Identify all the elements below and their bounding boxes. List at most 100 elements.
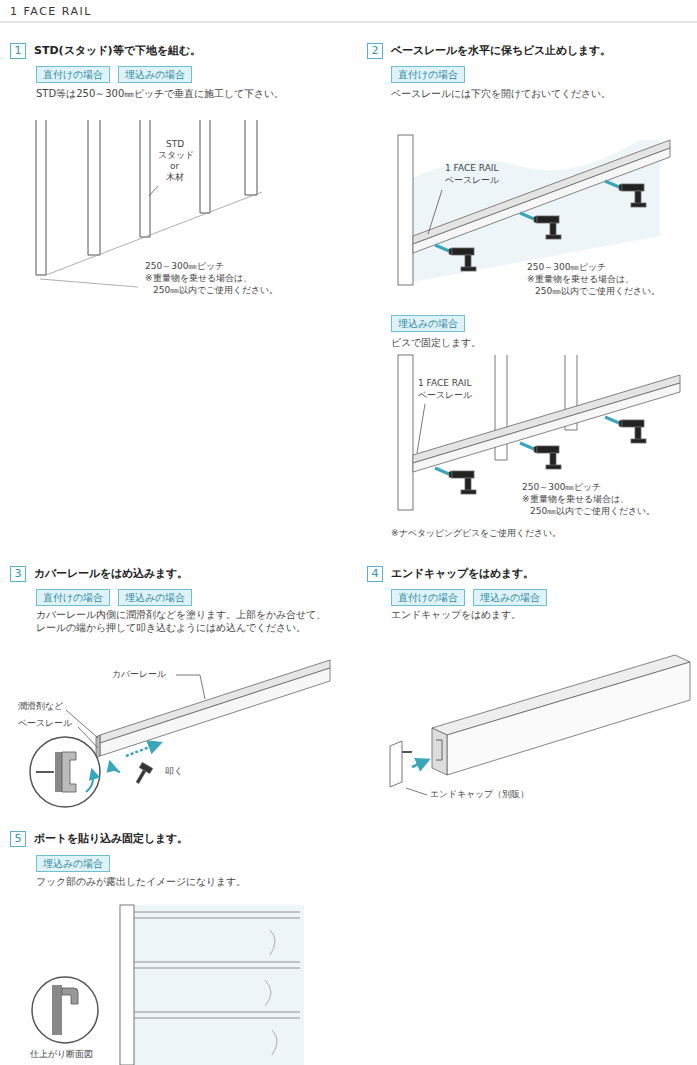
board-finish	[120, 905, 134, 1065]
figure-label: ベースレール	[18, 718, 72, 728]
method-tag: 埋込みの場合	[391, 312, 465, 332]
figure-label: 250～300㎜ピッチ	[145, 261, 224, 271]
cover-rail	[62, 752, 76, 792]
header-rule	[0, 22, 697, 23]
method-tag: 埋込みの場合	[118, 63, 192, 83]
method-tag: 直付けの場合	[391, 586, 465, 606]
base-rail-direct	[428, 190, 442, 234]
instruction-text: ベースレールには下穴を開けておいてください。	[391, 88, 611, 100]
stud-frame	[36, 120, 262, 287]
step-number: 2	[367, 43, 383, 59]
stud-frame	[200, 120, 210, 213]
cover-rail	[86, 770, 93, 792]
cover-rail	[30, 660, 330, 807]
instruction-text: STD等は250～300㎜ピッチで垂直に施工して下さい。	[36, 88, 284, 100]
tag-text: 直付けの場合	[391, 66, 465, 83]
step-title: STD(スタッド)等で下地を組む。	[34, 43, 201, 58]
cover-rail	[132, 762, 152, 785]
figure-label: 250～300㎜ピッチ	[527, 262, 606, 272]
figure-label: エンドキャップ（別販）	[430, 789, 529, 799]
step-number: 5	[10, 831, 26, 847]
stud-frame	[245, 120, 257, 195]
step-header: 1 STD(スタッド)等で下地を組む。	[10, 40, 201, 59]
cover-rail	[126, 743, 160, 756]
board-finish	[32, 905, 304, 1065]
tag-text: 直付けの場合	[36, 66, 110, 83]
instruction-text: ビスで固定します。	[391, 337, 481, 349]
figure-label: ※重量物を乗せる場合は、	[145, 273, 252, 283]
instruction-text: レールの端から押して叩き込むようにはめ込んでください。	[36, 622, 306, 634]
base-rail-embedded	[435, 468, 476, 494]
page-title: 1 FACE RAIL	[10, 5, 92, 18]
stud-frame	[36, 120, 46, 275]
tag-text: 埋込みの場合	[118, 589, 192, 606]
base-rail-direct	[605, 181, 646, 207]
base-rail-direct	[435, 245, 476, 271]
figure-label: 仕上がり断面図	[30, 1049, 93, 1059]
figure-label: ※ナベタッピングビスをご使用ください。	[391, 528, 561, 538]
base-rail-direct	[413, 148, 670, 253]
board-finish	[134, 905, 304, 1065]
figure-label: ベースレール	[418, 390, 472, 400]
stud-frame	[88, 120, 100, 255]
end-cap	[412, 760, 428, 767]
figure-label: 250㎜以内でご使用ください。	[530, 506, 655, 516]
base-rail-embedded	[398, 355, 680, 510]
board-finish	[134, 962, 300, 968]
end-cap	[436, 740, 442, 760]
end-cap	[432, 728, 447, 775]
figure-label: 1 FACE RAIL	[418, 378, 471, 388]
cover-rail	[30, 737, 100, 807]
cover-rail	[110, 762, 120, 772]
figure-label: 250㎜以内でご使用ください。	[153, 285, 278, 295]
method-tag: 直付けの場合	[36, 586, 110, 606]
stud-frame	[149, 186, 158, 196]
board-finish	[134, 1012, 300, 1018]
cover-rail	[136, 770, 146, 784]
board-finish	[52, 985, 62, 1035]
method-tag: 直付けの場合	[391, 63, 465, 83]
figure-label: ※重量物を乗せる場合は、	[522, 494, 629, 504]
step-header: 4エンドキャップをはめます。	[367, 563, 534, 582]
stud-frame	[40, 279, 138, 287]
tag-text: 埋込みの場合	[36, 855, 110, 872]
tag-text: 直付けの場合	[391, 589, 465, 606]
figure-label: 250～300㎜ピッチ	[522, 482, 601, 492]
base-rail-embedded	[520, 443, 561, 469]
step-number: 1	[10, 43, 26, 59]
stud-frame	[46, 192, 262, 275]
base-rail-embedded	[398, 355, 413, 510]
figure-label: 250㎜以内でご使用ください。	[535, 286, 660, 296]
cover-rail	[55, 752, 62, 792]
cover-rail	[36, 771, 54, 773]
step-header: 3カバーレールをはめ込みます。	[10, 563, 188, 582]
header-rule	[0, 22, 697, 23]
end-cap	[390, 741, 402, 787]
figure-label: ベースレール	[445, 175, 499, 185]
cover-rail	[176, 675, 205, 699]
base-rail-direct	[413, 140, 670, 244]
step-header: 2ベースレールを水平に保ちビス止めします。	[367, 40, 611, 59]
tag-text: 埋込みの場合	[391, 315, 465, 332]
figure-label: ※重量物を乗せる場合は、	[527, 274, 634, 284]
tag-text: 埋込みの場合	[473, 589, 547, 606]
base-rail-embedded	[417, 404, 425, 453]
method-tag: 埋込みの場合	[118, 586, 192, 606]
cover-rail	[100, 660, 330, 743]
tag-text: 直付けの場合	[36, 589, 110, 606]
board-finish	[265, 930, 277, 1055]
base-rail-direct	[398, 135, 413, 285]
base-rail-embedded	[413, 383, 680, 472]
board-finish	[32, 977, 98, 1043]
step-number: 4	[367, 566, 383, 582]
stud-frame	[140, 120, 150, 237]
step-header: 5ボートを貼り込み固定します。	[10, 828, 188, 847]
method-tag: 埋込みの場合	[36, 852, 110, 872]
step-number: 3	[10, 566, 26, 582]
figure-label: or	[170, 161, 179, 171]
instruction-text: カバーレール内側に潤滑剤などを塗ります。上部をかみ合せて、	[36, 609, 326, 621]
figure-label: 1 FACE RAIL	[445, 163, 498, 173]
cover-rail	[100, 668, 330, 756]
